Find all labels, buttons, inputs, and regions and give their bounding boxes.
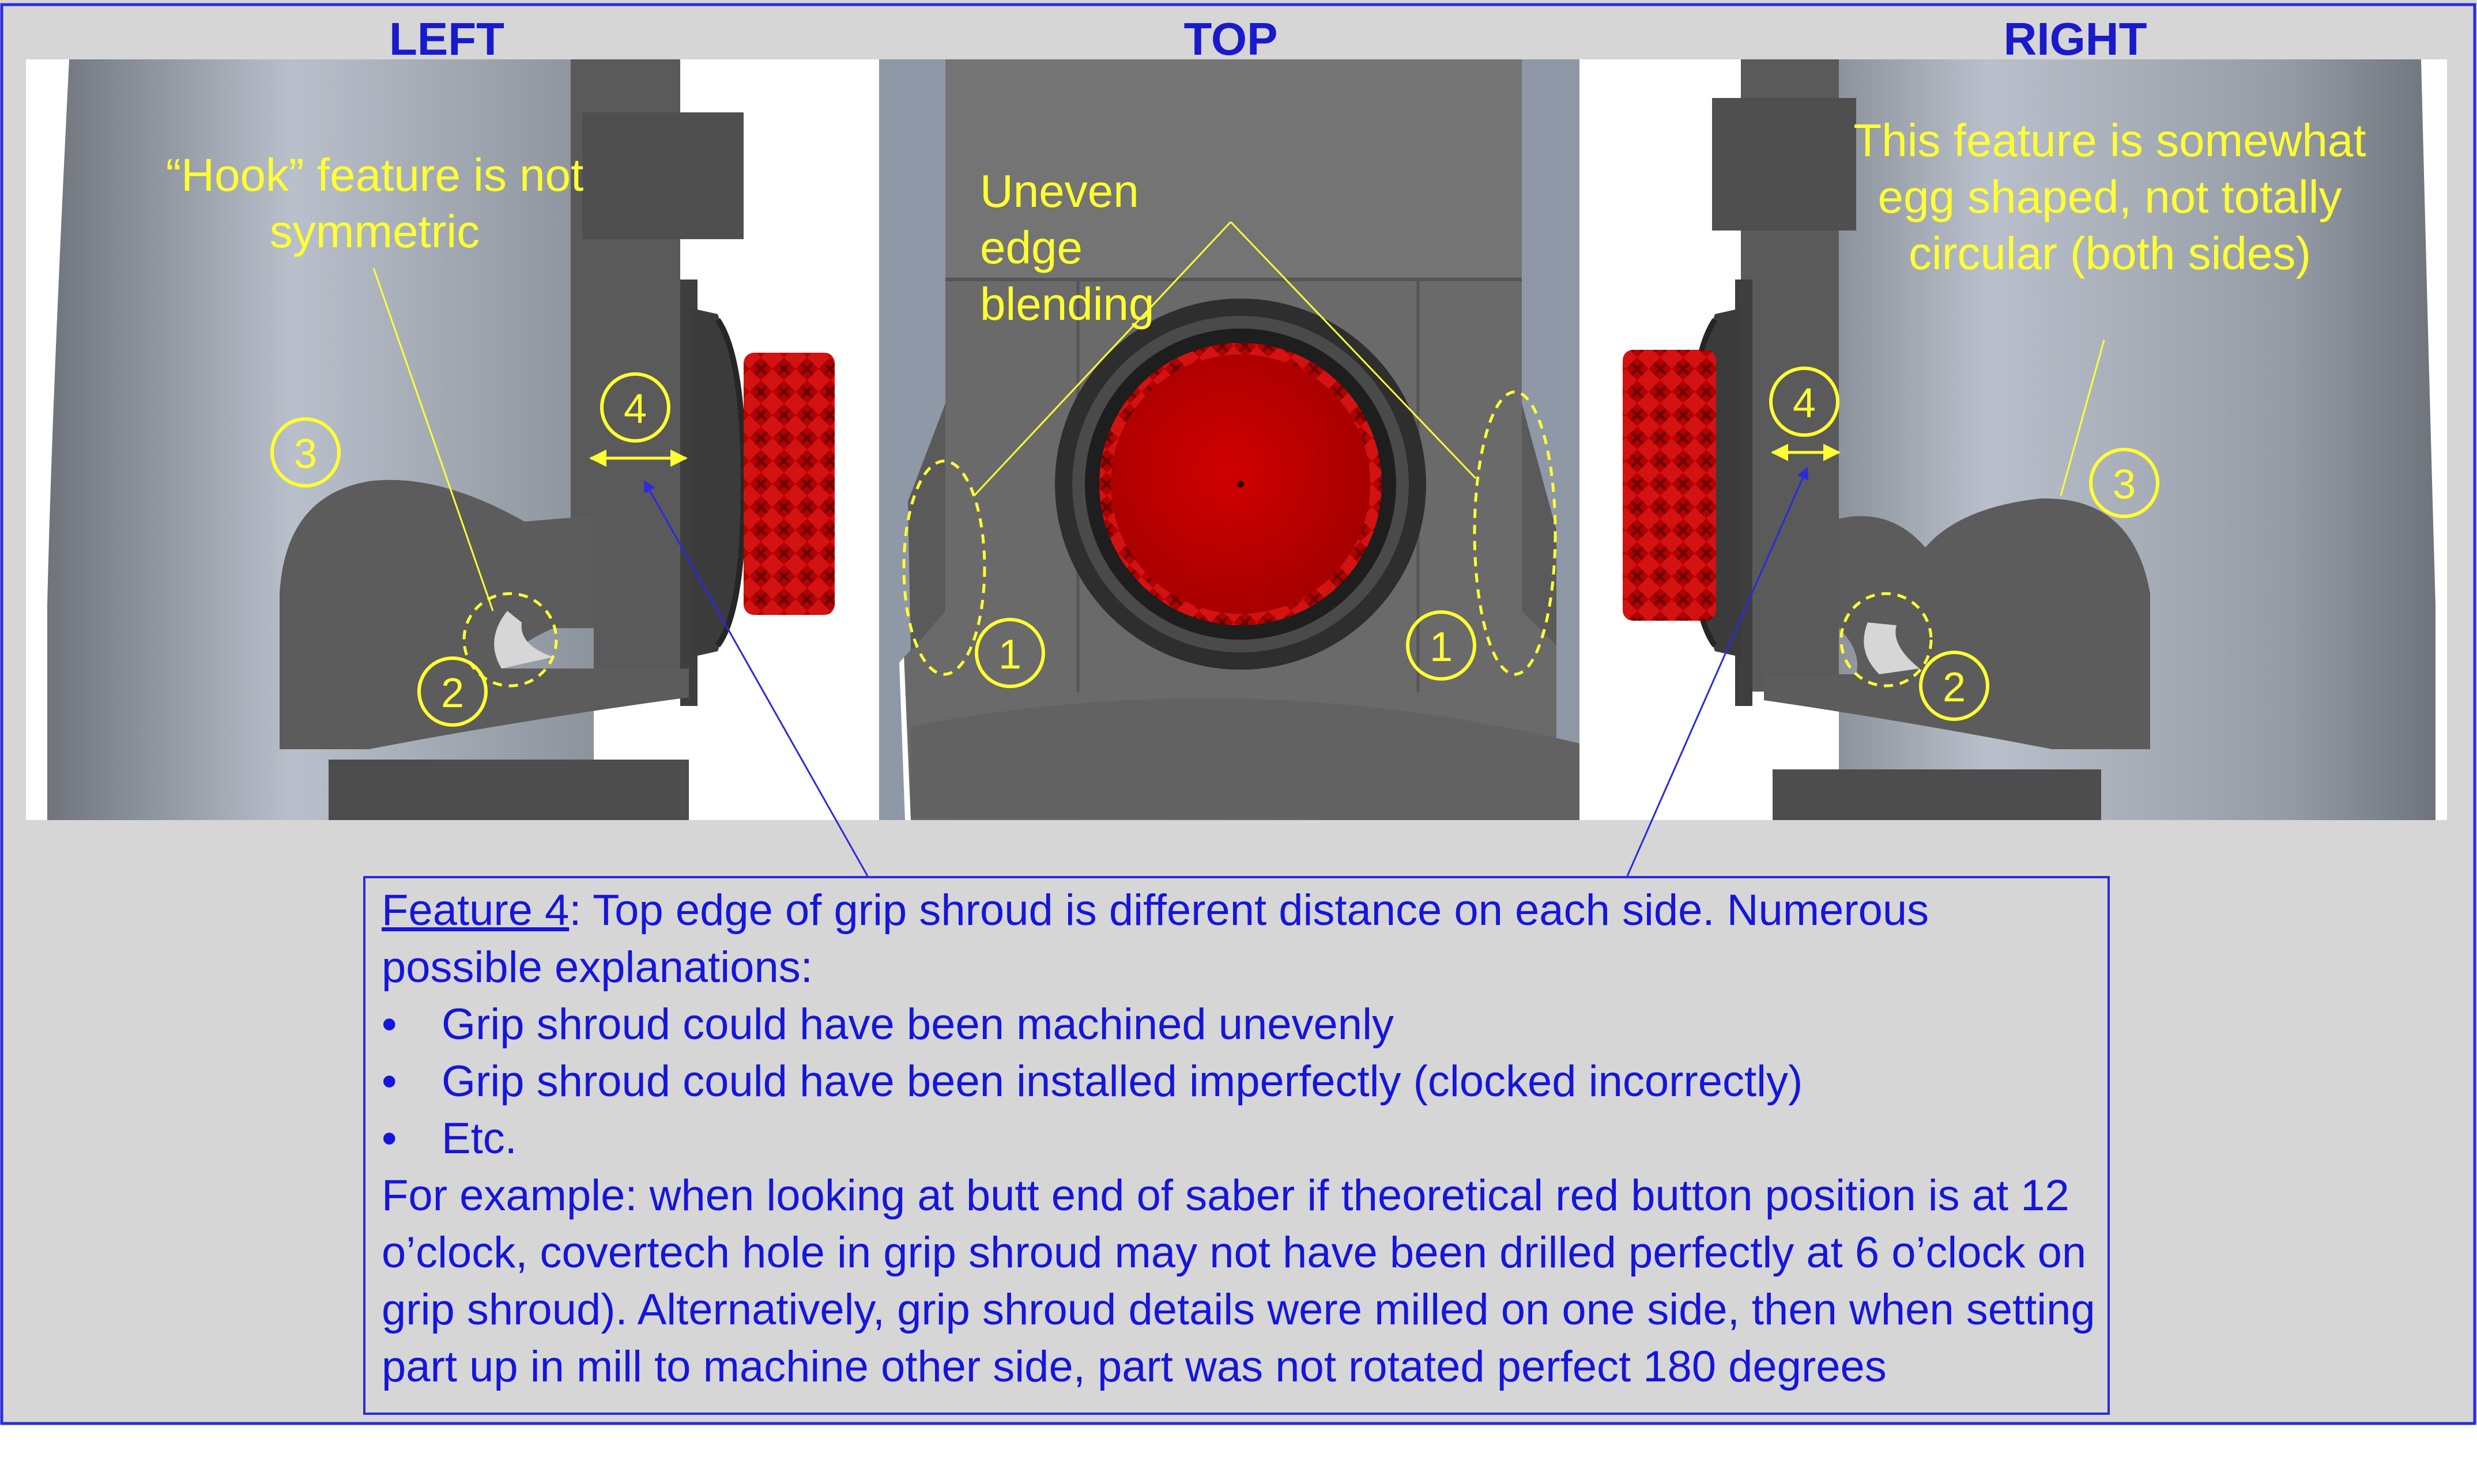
top-edge-highlight-right [1473,390,1557,676]
left-hook [280,479,689,749]
feature4-callout-box [363,876,2110,1415]
right-hook-highlight [1839,592,1933,688]
right-hook [1764,498,2150,749]
left-hook-highlight [462,592,558,688]
left-lower-block [329,760,689,820]
marker-left-4: 4 [624,386,647,432]
callout-line-left [643,480,869,877]
feature4-heading: Feature 4 [382,886,570,935]
right-lower-block [1773,769,2101,820]
marker-top-1b-circle [1406,610,1476,681]
callout-line-right [1626,467,1808,877]
feature4-text: Feature 4: Top edge of grip shroud is di… [382,882,2099,1395]
marker-left-2-circle [417,656,488,727]
feature4-example: For example: when looking at butt end of… [382,1171,2095,1391]
top-edge-highlight-left [902,459,986,676]
top-grip-right [1522,403,1556,645]
left-view-title: LEFT [389,13,504,65]
slide-frame [0,3,2476,1425]
left-ring [692,308,749,657]
left-red-knurl [744,353,835,615]
feature4-bullet: •Etc. [382,1110,2099,1167]
marker-left-3-circle [270,417,341,488]
marker-right-4-circle [1769,367,1839,437]
top-view-title: TOP [1183,13,1278,65]
marker-right-3-circle [2089,448,2159,518]
marker-right-2: 2 [1943,664,1966,711]
top-note: Uneven edge blending [980,165,1155,330]
top-leader-line-left [973,221,1232,497]
marker-left-2: 2 [441,670,464,716]
left-note: “Hook” feature is not symmetric [165,149,584,257]
left-view [26,59,844,820]
right-leader-line [2060,339,2105,496]
top-leader-line-right [1230,221,1477,479]
right-view [1623,59,2447,820]
annotation-graphics [270,221,2159,877]
marker-top-1a-circle [975,618,1045,688]
feature4-bullet: •Grip shroud could have been installed i… [382,1053,2099,1110]
feature4-intro-paragraph: Feature 4: Top edge of grip shroud is di… [382,882,2099,996]
top-view [842,59,1634,820]
right-red-knurl [1623,350,1716,621]
feature4-bullet-text: Grip shroud could have been installed im… [442,1057,1803,1106]
marker-top-1b: 1 [1430,624,1453,670]
feature4-bullet: •Grip shroud could have been machined un… [382,996,2099,1053]
right-view-title: RIGHT [2003,13,2147,65]
marker-right-2-circle [1919,651,1989,721]
left-leader-line [372,267,494,611]
marker-top-1a: 1 [998,632,1021,678]
feature4-bullet-text: Etc. [442,1114,517,1163]
right-top-block [1712,98,1856,231]
marker-right-4: 4 [1793,380,1816,426]
feature4-intro: : Top edge of grip shroud is different d… [382,886,1929,992]
right-note: This feature is somewhat egg shaped, not… [1853,115,2366,279]
left-top-block [582,112,744,239]
feature4-bullet-text: Grip shroud could have been machined une… [442,1000,1394,1049]
marker-left-4-circle [600,372,670,443]
marker-right-3: 3 [2113,462,2136,508]
top-grip-left [908,403,945,651]
marker-left-3: 3 [294,431,317,477]
